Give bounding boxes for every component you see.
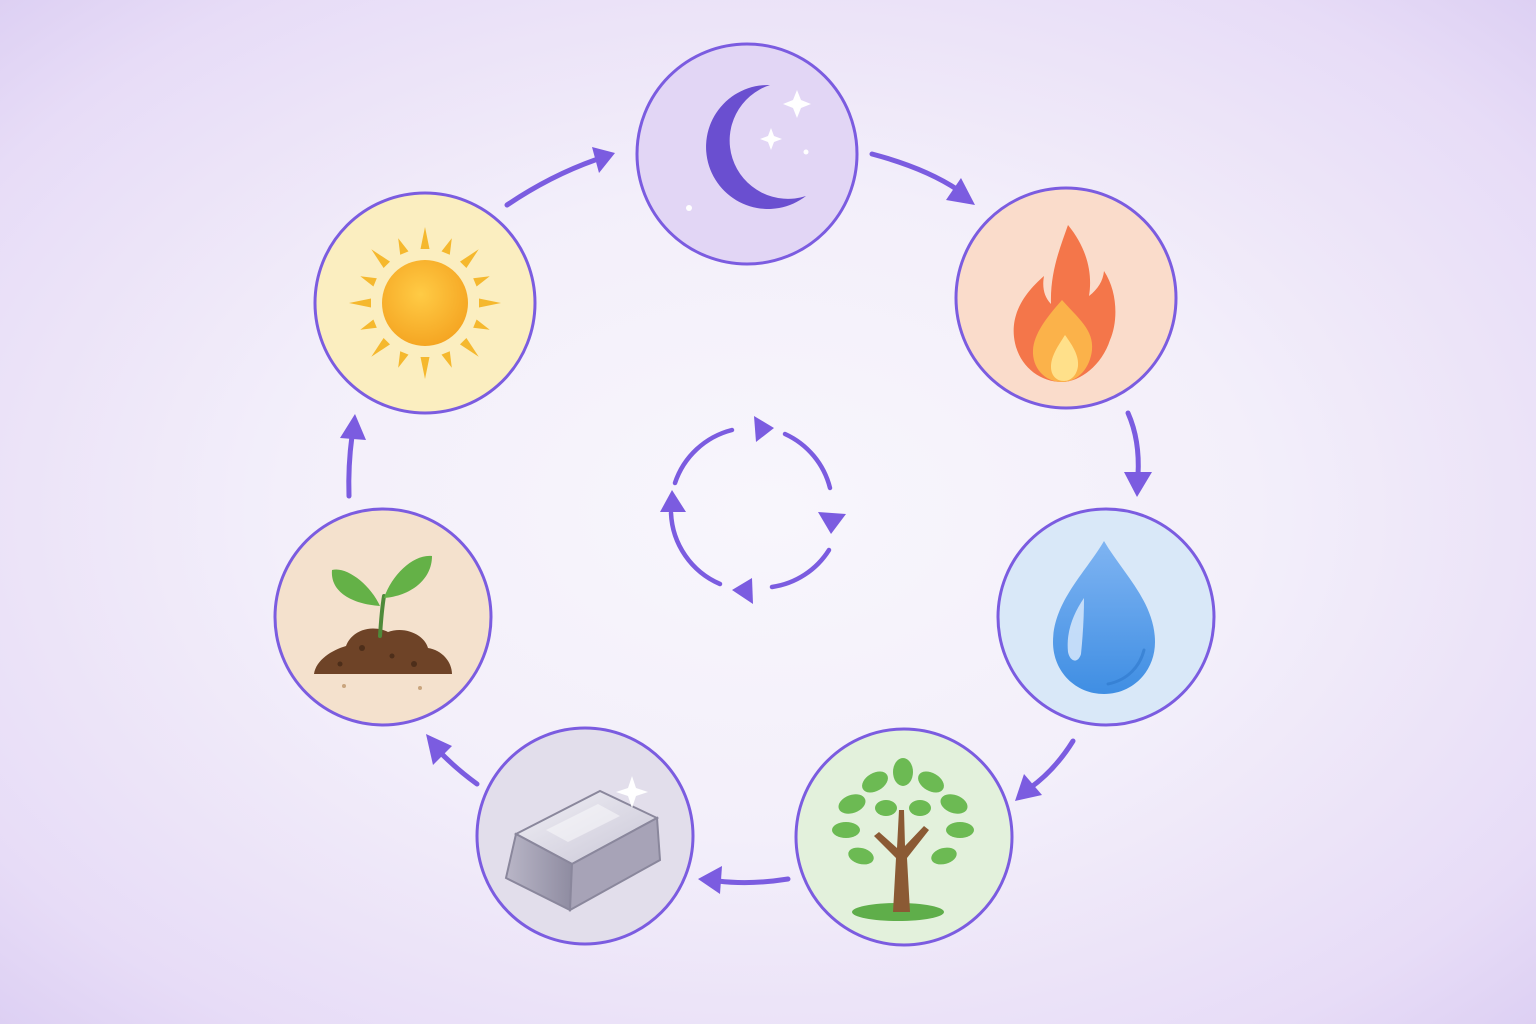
arrow-fire-to-water <box>1124 410 1152 497</box>
node-fire <box>954 186 1178 410</box>
sun-ray <box>441 351 452 368</box>
arrow-water-to-wood <box>1015 738 1076 801</box>
sun-ray <box>349 298 371 308</box>
sun-ray <box>398 351 409 368</box>
node-wood <box>794 727 1014 947</box>
metal-ingot-icon <box>504 776 662 912</box>
arrow-earth-to-sun <box>340 414 366 499</box>
node-water <box>996 507 1216 727</box>
sun-ray <box>473 319 490 330</box>
sun-ray <box>441 238 452 255</box>
sun-ray <box>479 298 501 308</box>
node-sun <box>313 191 537 415</box>
water-drop-icon <box>1053 541 1155 694</box>
sun-ray <box>371 338 390 357</box>
moon-with-stars-icon <box>686 84 811 211</box>
sun-icon <box>349 227 501 379</box>
sun-ray <box>420 357 430 379</box>
sun-ray <box>371 249 390 268</box>
arrow-metal-to-earth <box>426 734 480 787</box>
sprout-in-soil-icon <box>314 555 452 690</box>
sun-ray <box>460 338 479 357</box>
cycle-arrows-icon <box>660 416 846 604</box>
tree-icon <box>832 758 974 921</box>
sun-ray <box>420 227 430 249</box>
arrow-moon-to-fire <box>869 151 975 205</box>
flow-arrows <box>340 147 1152 894</box>
sun-ray <box>360 276 377 287</box>
sun-ray <box>398 238 409 255</box>
sun-ray <box>460 249 479 268</box>
node-moon <box>635 42 859 266</box>
arrow-sun-to-moon <box>504 147 615 208</box>
arrow-wood-to-metal <box>698 866 791 894</box>
node-metal <box>475 726 695 946</box>
sun-ray <box>360 319 377 330</box>
node-moon-circle <box>635 42 859 266</box>
node-earth <box>273 507 493 727</box>
flame-icon <box>1013 225 1116 382</box>
sun-ray <box>473 276 490 287</box>
